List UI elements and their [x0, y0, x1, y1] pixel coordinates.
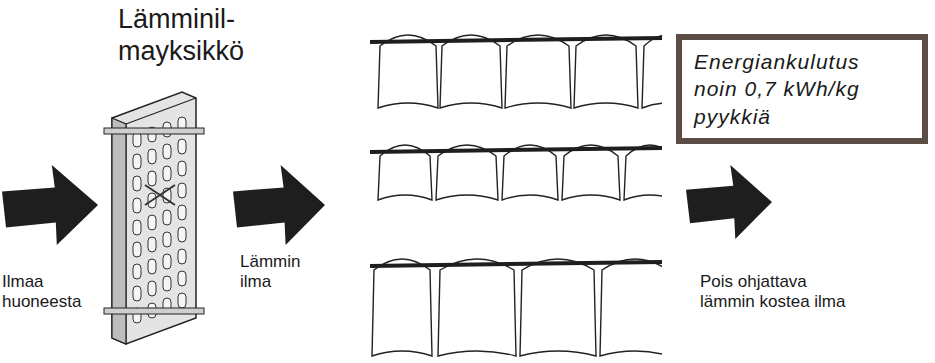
garment: [438, 259, 516, 356]
garment: [574, 35, 638, 108]
garment: [520, 259, 596, 356]
garment: [436, 145, 498, 200]
air-arrow: [233, 165, 325, 245]
air-arrow: [686, 165, 772, 239]
air-label: Lämmin ilma: [240, 252, 320, 292]
air-arrow: [2, 165, 98, 245]
garment: [562, 145, 620, 200]
info-box: Energiankulutus noin 0,7 kWh/kg pyykkiä: [676, 34, 928, 144]
air-label: Ilmaa huoneesta: [2, 272, 102, 312]
drying-rod: [370, 148, 662, 152]
garment: [502, 145, 558, 200]
air-label: Pois ohjattava lämmin kostea ilma: [700, 272, 850, 312]
energy-note: Energiankulutus noin 0,7 kWh/kg pyykkiä: [694, 48, 910, 130]
garment: [624, 145, 662, 200]
laundry-lines: [370, 35, 662, 356]
garment: [642, 35, 662, 108]
heat-unit: [104, 92, 204, 344]
garment: [378, 35, 438, 108]
drying-rod: [370, 262, 662, 266]
unit-heading: Lämminil- mayksikkö: [118, 4, 268, 68]
garment: [372, 259, 432, 356]
garment: [600, 259, 662, 356]
garment: [505, 35, 571, 108]
garment: [440, 35, 502, 108]
drying-rod: [370, 38, 662, 42]
